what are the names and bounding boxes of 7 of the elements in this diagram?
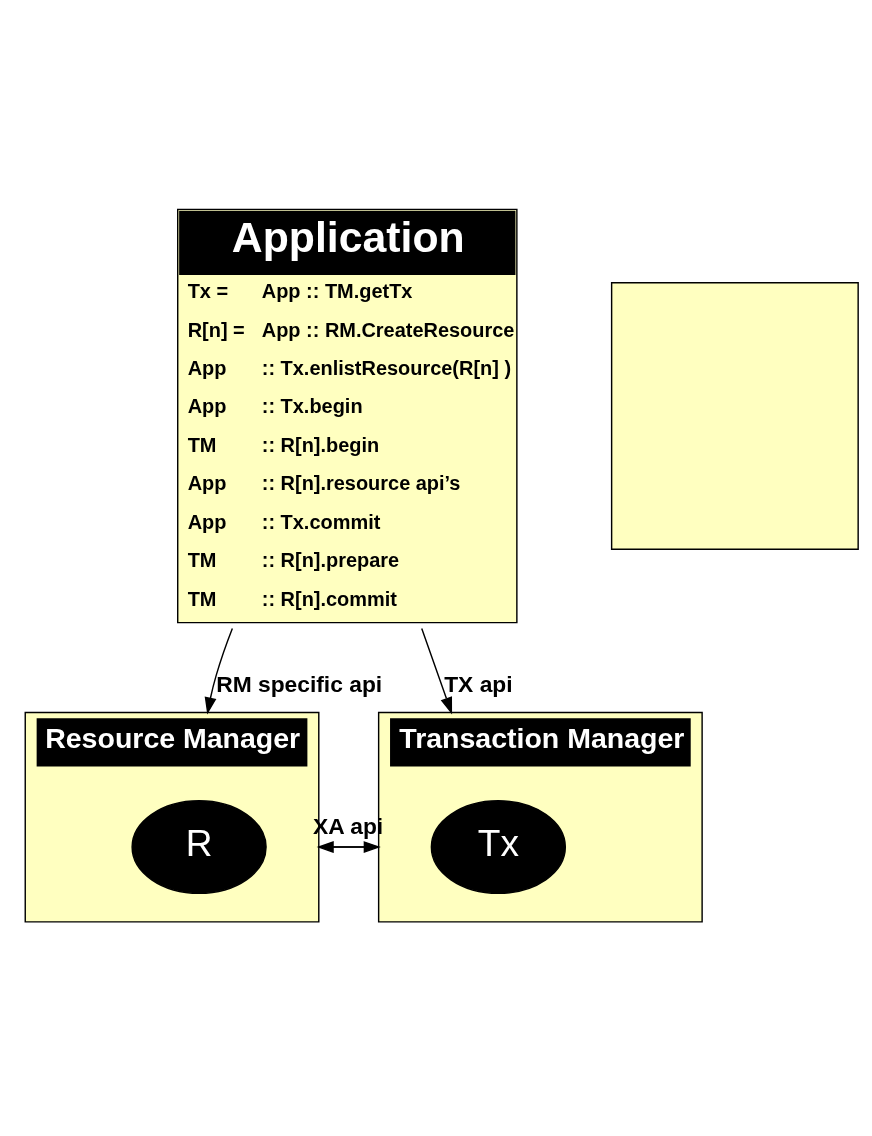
arrow <box>421 627 453 714</box>
node-ellipse: Tx <box>430 799 567 894</box>
edge-label: TX api <box>444 670 513 697</box>
arrow <box>204 627 234 715</box>
edge-label: RM specific api <box>216 670 383 697</box>
node-ellipse: R <box>131 799 267 894</box>
node-box <box>610 281 859 550</box>
